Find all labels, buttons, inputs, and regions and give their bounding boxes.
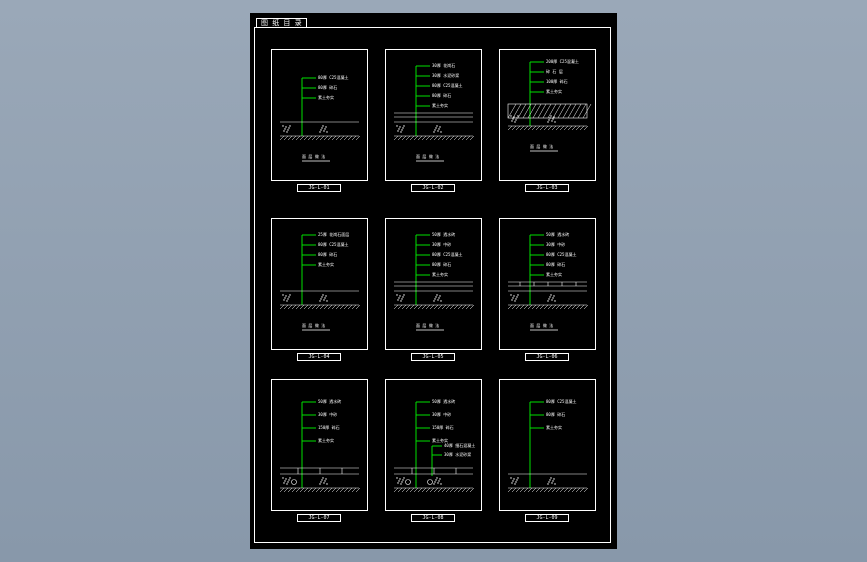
section-drawing [393,234,475,331]
detail-code[interactable]: JG-L-07 [297,514,341,522]
layer-label: 80厚 碎石 [546,412,566,417]
layer-label: 80厚 C25混凝土 [318,75,349,80]
layer-label: 30厚 中砂 [432,242,452,247]
section-drawing [393,65,475,162]
section-drawing [507,401,589,493]
layer-label: 素土夯实 [318,438,334,443]
section-title: 面 层 做 法 [530,144,554,149]
layer-label: 素土夯实 [546,89,562,94]
drawing-tab[interactable]: 图 纸 目 录 [256,18,307,27]
layer-label: 80厚 碎石 [432,93,452,98]
layer-label: 40厚 细石混凝土 [444,443,476,448]
detail-code[interactable]: JG-L-03 [525,184,569,192]
layer-label: 素土夯实 [318,262,334,267]
detail-code[interactable]: JG-L-05 [411,353,455,361]
detail-code[interactable]: JG-L-08 [411,514,455,522]
layer-label: 30厚 中砂 [318,412,338,417]
detail-code[interactable]: JG-L-02 [411,184,455,192]
layer-label: 150厚 碎石 [318,425,340,430]
detail-panel[interactable]: 25厚 花岗石面层 80厚 C25混凝土 80厚 碎石素土夯实面 层 做 法 [271,218,368,350]
layer-label: 素土夯实 [432,272,448,277]
section-title: 面 层 做 法 [302,323,326,328]
layer-label: 80厚 C25混凝土 [546,399,577,404]
layer-label: 素土夯实 [432,103,448,108]
layer-label: 80厚 C25混凝土 [318,242,349,247]
layer-label: 80厚 碎石 [546,262,566,267]
layer-label: 素土夯实 [318,95,334,100]
layer-label: 素土夯实 [432,438,448,443]
section-title: 面 层 做 法 [302,154,326,159]
layer-label: 30厚 中砂 [546,242,566,247]
layer-label: 50厚 透水砖 [546,232,570,237]
layer-label: 30厚 水泥砂浆 [432,73,460,78]
section-drawing [507,61,592,152]
layer-label: 80厚 碎石 [432,262,452,267]
layer-label: 80厚 C25混凝土 [432,83,463,88]
detail-code[interactable]: JG-L-04 [297,353,341,361]
section-title: 面 层 做 法 [530,323,554,328]
section-drawing [507,234,589,331]
layer-label: 80厚 碎石 [318,85,338,90]
section-title: 面 层 做 法 [416,323,440,328]
detail-panel[interactable]: 50厚 透水砖 30厚 中砂 80厚 C25混凝土 80厚 碎石素土夯实面 层 做 法 [385,218,482,350]
section-drawing [279,77,361,162]
layer-label: 30厚 花岗石 [432,63,456,68]
section-drawing [393,401,475,493]
layer-label: 30厚 中砂 [432,412,452,417]
drawing-frame [254,27,611,543]
detail-panel[interactable]: 50厚 透水砖 30厚 中砂 150厚 碎石素土夯实 [271,379,368,511]
layer-label: 200厚 C25混凝土 [546,59,579,64]
detail-code[interactable]: JG-L-01 [297,184,341,192]
detail-code[interactable]: JG-L-09 [525,514,569,522]
detail-panel[interactable]: 50厚 透水砖 30厚 中砂 80厚 C25混凝土 80厚 碎石素土夯实面 层 做 法 [499,218,596,350]
layer-label: 50厚 透水砖 [318,399,342,404]
layer-label: 150厚 碎石 [432,425,454,430]
detail-panel[interactable]: 200厚 C25混凝土碎 石 层 100厚 碎石素土夯实面 层 做 法 [499,49,596,181]
layer-label: 50厚 透水砖 [432,232,456,237]
layer-label: 素土夯实 [546,425,562,430]
layer-label: 25厚 花岗石面层 [318,232,350,237]
layer-label: 素土夯实 [546,272,562,277]
layer-label: 50厚 透水砖 [432,399,456,404]
section-drawing [279,401,361,493]
layer-label: 100厚 碎石 [546,79,568,84]
detail-panel[interactable]: 30厚 花岗石 30厚 水泥砂浆 80厚 C25混凝土 80厚 碎石素土夯实面 层 做… [385,49,482,181]
layer-label: 80厚 C25混凝土 [432,252,463,257]
layer-label: 80厚 碎石 [318,252,338,257]
layer-label: 80厚 C25混凝土 [546,252,577,257]
detail-code[interactable]: JG-L-06 [525,353,569,361]
detail-panel[interactable]: 80厚 C25混凝土 80厚 碎石素土夯实 [499,379,596,511]
detail-panel[interactable]: 80厚 C25混凝土 80厚 碎石素土夯实面 层 做 法 [271,49,368,181]
section-title: 面 层 做 法 [416,154,440,159]
layer-label: 30厚 水泥砂浆 [444,452,472,457]
section-drawing [279,234,361,331]
layer-label: 碎 石 层 [546,69,563,74]
